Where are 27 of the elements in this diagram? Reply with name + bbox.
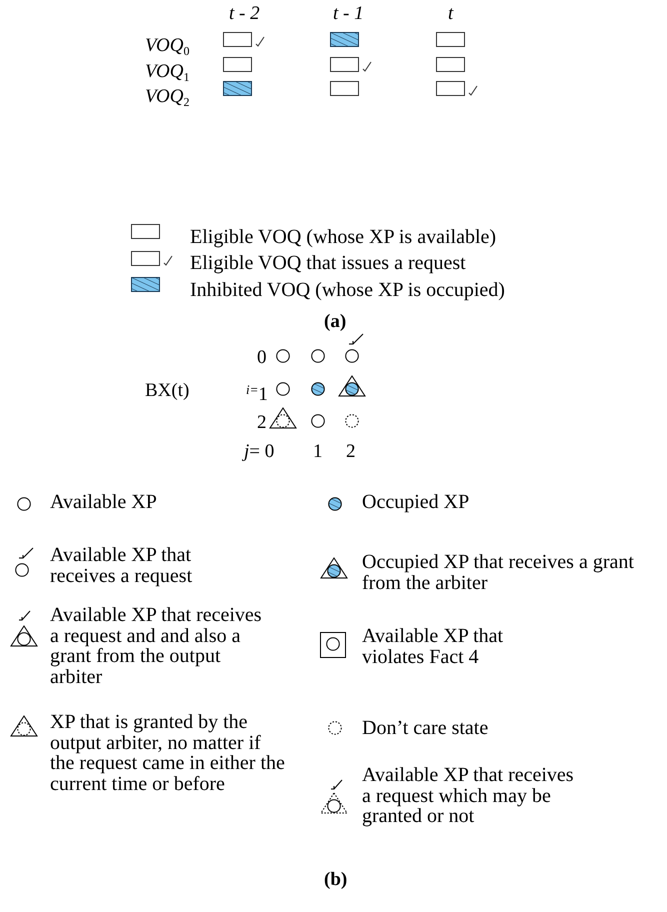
panel-label: (a) [324,312,346,332]
matrix-label: BX(t) [145,381,190,401]
legend-text: Available XP that violates Fact 4 [362,626,504,667]
column-header: t [448,4,454,24]
legend-text: Available XP that receives a request which may be granted or not [362,765,575,826]
row-label: VOQ$_{2}$ [145,87,190,111]
legend-text: XP that is granted by the output arbiter, no matter if the request came in either the current time or before [50,712,286,794]
panel-label: (b) [324,870,348,890]
row-label: 2 [257,413,266,433]
column-label: 2 [346,442,356,462]
legend-text: Eligible VOQ that issues a request [190,253,467,274]
legend-text: Occupied XP [362,492,470,512]
row-label: VOQ$_{1}$ [145,62,190,86]
column-label: 1 [313,442,322,462]
legend-text: Eligible VOQ (whose XP is available) [190,227,498,248]
legend-text: Available XP [50,492,158,512]
legend-text: Occupied XP that receives a grant from the arbiter [362,552,635,593]
row-label: $^{i=}$1 [246,381,268,405]
legend-text: Inhibited VOQ (whose XP is occupied) [190,280,506,300]
legend-text: Available XP that receives a request and and also a grant from the output arbiter [50,605,263,687]
column-header: t - 2 [229,4,260,24]
column-label: j= 0 [244,442,274,462]
row-label: 0 [257,348,266,368]
legend-text: Don’t care state [362,718,490,738]
column-header: t - 1 [333,4,364,24]
row-label: VOQ$_{0}$ [145,36,190,60]
legend-text: Available XP that receives a request [50,545,194,586]
